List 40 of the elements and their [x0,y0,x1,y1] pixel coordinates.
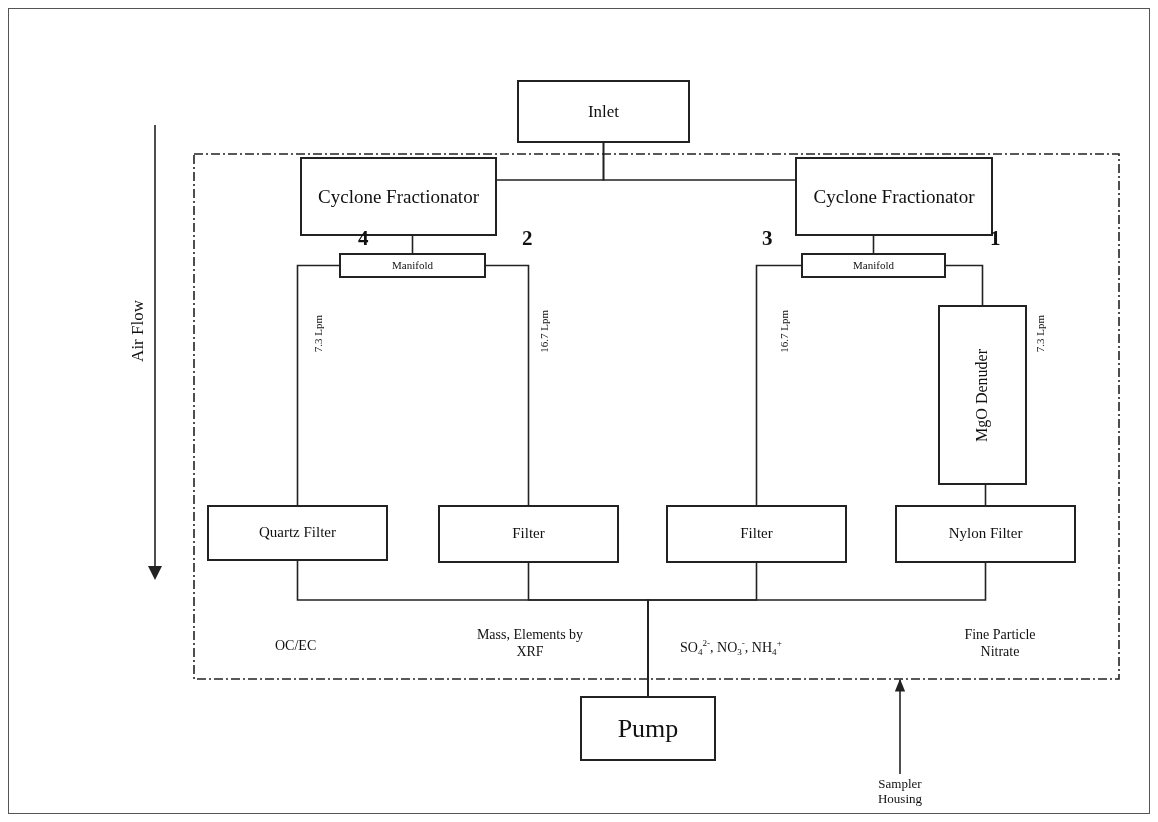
process-box [517,80,690,143]
process-box [339,253,486,278]
annotation-text: OC/EC [275,638,317,655]
connector-line [984,484,987,506]
flow-rate-label: 7.3 Lpm [312,315,325,353]
annotation-text: Air Flow [128,300,148,362]
process-box [207,505,388,561]
box-label: Filter [739,525,774,543]
callout-number: 3 [762,226,773,252]
connector-line [945,264,984,306]
process-box [666,505,847,563]
connector-line [755,264,802,506]
annotation-text: Mass, Elements by XRF [475,627,585,661]
process-box [938,305,1027,485]
flow-rate-label: 16.7 Lpm [778,310,791,353]
process-box [580,696,716,761]
box-label: Cyclone Fractionator [812,185,976,208]
box-label: Inlet [586,101,621,122]
box-label: Quartz Filter [257,524,338,542]
leader-arrow [894,678,906,775]
flow-rate-label: 7.3 Lpm [1034,315,1047,353]
callout-text: Sampler Housing [876,777,924,807]
box-label: Nylon Filter [947,525,1024,543]
connector-line [602,142,796,181]
box-label: Manifold [852,259,895,272]
connector-line [296,264,340,506]
box-label: MgO Denuder [972,348,992,442]
process-box [795,157,993,236]
box-label: Cyclone Fractionator [317,185,480,208]
box-label: Pump [616,713,680,744]
process-box [801,253,946,278]
box-label: Filter [511,525,546,543]
connector-line [485,264,530,506]
process-box [438,505,619,563]
process-box [895,505,1076,563]
callout-number: 1 [990,226,1001,252]
flow-rate-label: 16.7 Lpm [538,310,551,353]
callout-number: 2 [522,226,533,252]
annotation-text: Fine Particle Nitrate [963,627,1037,661]
box-label: Manifold [391,259,434,272]
